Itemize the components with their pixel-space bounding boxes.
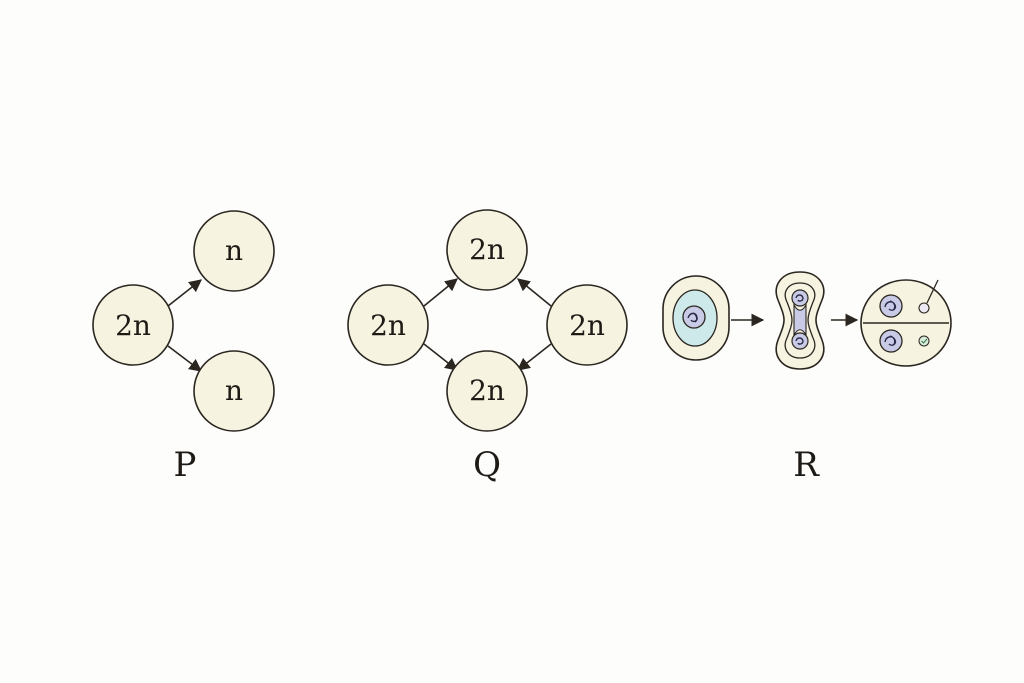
q-top-label: 2n [469, 233, 505, 266]
p-child-label-top: n [225, 234, 243, 267]
arrow-q-right-bottom [516, 343, 552, 371]
p-parent-cell [92, 284, 174, 366]
arrow-p-lower [167, 345, 203, 372]
r-cell-2-nucleus-top [791, 289, 809, 307]
panel-q: 2n 2n 2n 2n Q [347, 209, 628, 485]
r-cell-3-small-body-mark [921, 338, 928, 344]
panel-label-r: R [793, 445, 820, 485]
panel-label-p: P [174, 445, 197, 485]
p-parent-label: 2n [115, 309, 151, 342]
r-cell-3-chromatin-bottom [884, 335, 897, 346]
q-left-label: 2n [370, 309, 406, 342]
r-cell-interphase [662, 275, 730, 361]
r-cell-divided [860, 279, 952, 367]
arrow-q-left-bottom [423, 343, 459, 371]
arrow-q-right-top [517, 278, 552, 307]
r-cell-3-nucleus-top [879, 294, 903, 318]
r-cell-3-pointer-line [926, 279, 939, 304]
r-cell-1-chromatin [687, 312, 698, 323]
r-cell-3-small-body [918, 335, 930, 347]
r-cell-dividing [775, 271, 825, 370]
panel-label-q: Q [473, 445, 501, 485]
q-top-cell [446, 209, 528, 291]
r-cell-3-vesicle [918, 302, 930, 314]
r-cell-2-nucleus-bottom [791, 332, 809, 350]
arrow-p-upper [167, 279, 203, 307]
arrow-q-left-top [423, 278, 458, 307]
panel-p: 2n n n P [92, 210, 275, 485]
panel-r: R [662, 271, 952, 485]
p-child-cell-bottom [193, 350, 275, 432]
p-child-cell-top [193, 210, 275, 292]
p-child-label-bottom: n [225, 374, 243, 407]
q-right-cell [546, 284, 628, 366]
q-left-cell [347, 284, 429, 366]
q-bottom-cell [446, 350, 528, 432]
r-cell-1-nucleus [682, 305, 706, 329]
q-bottom-label: 2n [469, 374, 505, 407]
r-cell-3-nucleus-bottom [879, 329, 903, 353]
q-right-label: 2n [569, 309, 605, 342]
r-cell-2-chromatin-top [795, 294, 804, 302]
r-cell-3-chromatin-top [884, 300, 897, 311]
r-cell-2-chromatin-bottom [795, 337, 804, 345]
